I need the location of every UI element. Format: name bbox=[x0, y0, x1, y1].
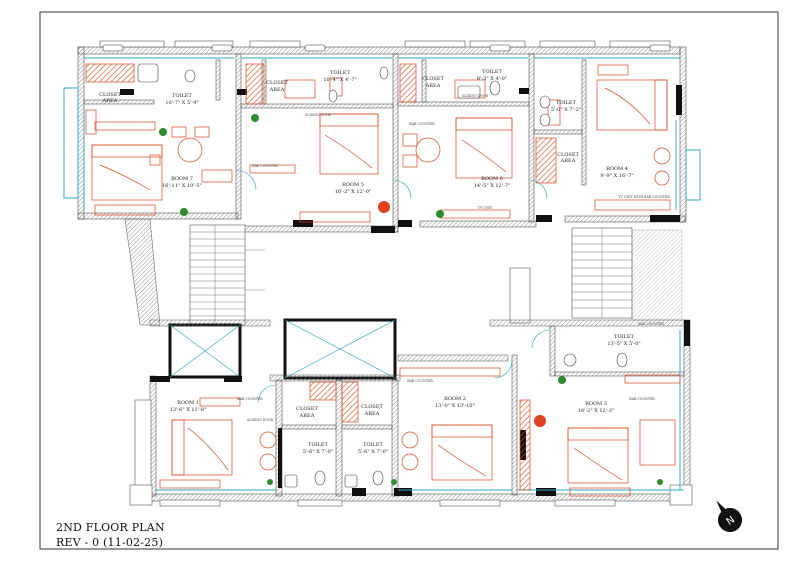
note-bar-counter-r3b: BAR COUNTER bbox=[629, 397, 655, 401]
note-sliding-door-r1: SLIDING DOOR bbox=[247, 418, 274, 422]
lower-bays bbox=[129, 399, 693, 507]
upper-block-walls bbox=[77, 46, 687, 233]
dim-room4: 9'-9" X 16'-7" bbox=[600, 173, 633, 179]
label-room3: ROOM 3 bbox=[585, 401, 607, 407]
label-closet-b2: CLOSET bbox=[361, 404, 383, 410]
label-toilet-b2: TOILET bbox=[363, 442, 383, 448]
corridor-walls bbox=[149, 319, 686, 382]
label-room7: ROOM 7 bbox=[171, 176, 193, 182]
label-closet-r7: CLOSET bbox=[99, 92, 121, 98]
dim-toilet-r5: 10'-4" X 4'-7" bbox=[323, 77, 356, 83]
label-closet-b1: CLOSET bbox=[296, 406, 318, 412]
upper-windows bbox=[99, 40, 671, 48]
dim-toilet-r3: 13'-5" X 5'-0" bbox=[607, 341, 640, 347]
room2-furniture bbox=[399, 367, 531, 491]
lower-glazing bbox=[156, 330, 684, 491]
label-closet-r4: CLOSET bbox=[557, 152, 579, 158]
note-bar-counter-r2: BAR COUNTER bbox=[407, 379, 433, 383]
label-room5: ROOM 5 bbox=[342, 182, 364, 188]
dim-room5: 16'-2" X 12'-0" bbox=[335, 189, 372, 195]
lower-sanitary bbox=[284, 352, 628, 488]
label-toilet-r7: TOILET bbox=[172, 93, 192, 99]
room3-furniture bbox=[567, 374, 681, 497]
note-bar-counter-r6: BAR COUNTER bbox=[409, 122, 435, 126]
stair-left bbox=[124, 218, 265, 326]
revision-label: REV - 0 (11-02-25) bbox=[56, 536, 164, 549]
note-sliding-door-r5: SLIDING DOOR bbox=[305, 113, 332, 117]
label-closet-r5: CLOSET bbox=[266, 80, 288, 86]
upper-glazing bbox=[63, 57, 701, 210]
marker-dots bbox=[378, 201, 546, 427]
note-bar-counter-r3: BAR COUNTER bbox=[638, 322, 664, 326]
plants bbox=[159, 114, 663, 485]
dim-closet-b2: AREA bbox=[364, 411, 380, 417]
label-closet-r6: CLOSET bbox=[422, 76, 444, 82]
dim-toilet-r4: 5'-0" X 7'-2" bbox=[551, 107, 581, 113]
room7-furniture bbox=[85, 63, 233, 216]
dim-room6: 14'-5" X 12'-7" bbox=[474, 183, 511, 189]
room1-furniture bbox=[159, 397, 277, 489]
note-tv-unit-bar-r4: TV UNIT WITH BAR COUNTER bbox=[618, 195, 670, 199]
room-labels: TOILET 10'-7" X 5'-9" CLOSET AREA ROOM 7… bbox=[99, 69, 641, 455]
dim-room3: 18'-2" X 12'-3" bbox=[578, 408, 615, 414]
closet-lower-furniture bbox=[309, 381, 359, 423]
label-toilet-b1: TOILET bbox=[308, 442, 328, 448]
label-toilet-r5: TOILET bbox=[330, 70, 350, 76]
note-sliding-door-r6: SLIDING DOOR bbox=[462, 94, 489, 98]
dim-toilet-b1: 5'-6" X 7'-0" bbox=[303, 449, 333, 455]
note-bar-counter-r1: BAR COUNTER bbox=[237, 397, 263, 401]
dim-closet-b1: AREA bbox=[299, 413, 315, 419]
dim-room1: 13'-6" X 11'-8" bbox=[170, 407, 207, 413]
dim-closet-r5: AREA bbox=[269, 87, 285, 93]
sheet-border bbox=[39, 11, 779, 550]
room5-furniture bbox=[245, 63, 379, 223]
upper-columns bbox=[120, 85, 682, 233]
room6-furniture bbox=[399, 63, 513, 219]
label-room2: ROOM 2 bbox=[444, 396, 466, 402]
north-arrow: N bbox=[716, 500, 742, 532]
dim-closet-r4: AREA bbox=[560, 158, 576, 164]
dim-closet-r6: AREA bbox=[425, 83, 441, 89]
label-room1: ROOM 1 bbox=[177, 400, 199, 406]
label-toilet-r4: TOILET bbox=[556, 100, 576, 106]
ac-units-top bbox=[102, 44, 671, 52]
dim-toilet-r7: 10'-7" X 5'-9" bbox=[165, 100, 198, 106]
label-room4: ROOM 4 bbox=[606, 166, 628, 172]
label-room6: ROOM 6 bbox=[481, 176, 503, 182]
upper-sanitary bbox=[137, 63, 551, 127]
door-swings bbox=[235, 169, 551, 404]
stair-right bbox=[509, 227, 683, 324]
dim-room7: 16'-11" X 10'-5" bbox=[162, 183, 202, 189]
annotation-labels: SLIDING DOOR BAR COUNTER BAR COUNTER SLI… bbox=[237, 94, 670, 422]
note-bar-counter-r5: BAR COUNTER bbox=[252, 164, 278, 168]
label-toilet-r3: TOILET bbox=[614, 334, 634, 340]
plan-title: 2ND FLOOR PLAN bbox=[56, 521, 165, 534]
dim-toilet-b2: 5'-6" X 7'-0" bbox=[358, 449, 388, 455]
lift-shafts bbox=[168, 318, 397, 380]
dim-closet-r7: AREA bbox=[102, 98, 118, 104]
dim-room2: 13'-0" X 13'-10" bbox=[435, 403, 475, 409]
label-toilet-r6: TOILET bbox=[482, 69, 502, 75]
note-tv-unit-r6: TV UNIT bbox=[478, 206, 493, 210]
room4-furniture bbox=[535, 64, 671, 211]
dim-toilet-r6: 8'-3" X 4'-0" bbox=[477, 76, 507, 82]
